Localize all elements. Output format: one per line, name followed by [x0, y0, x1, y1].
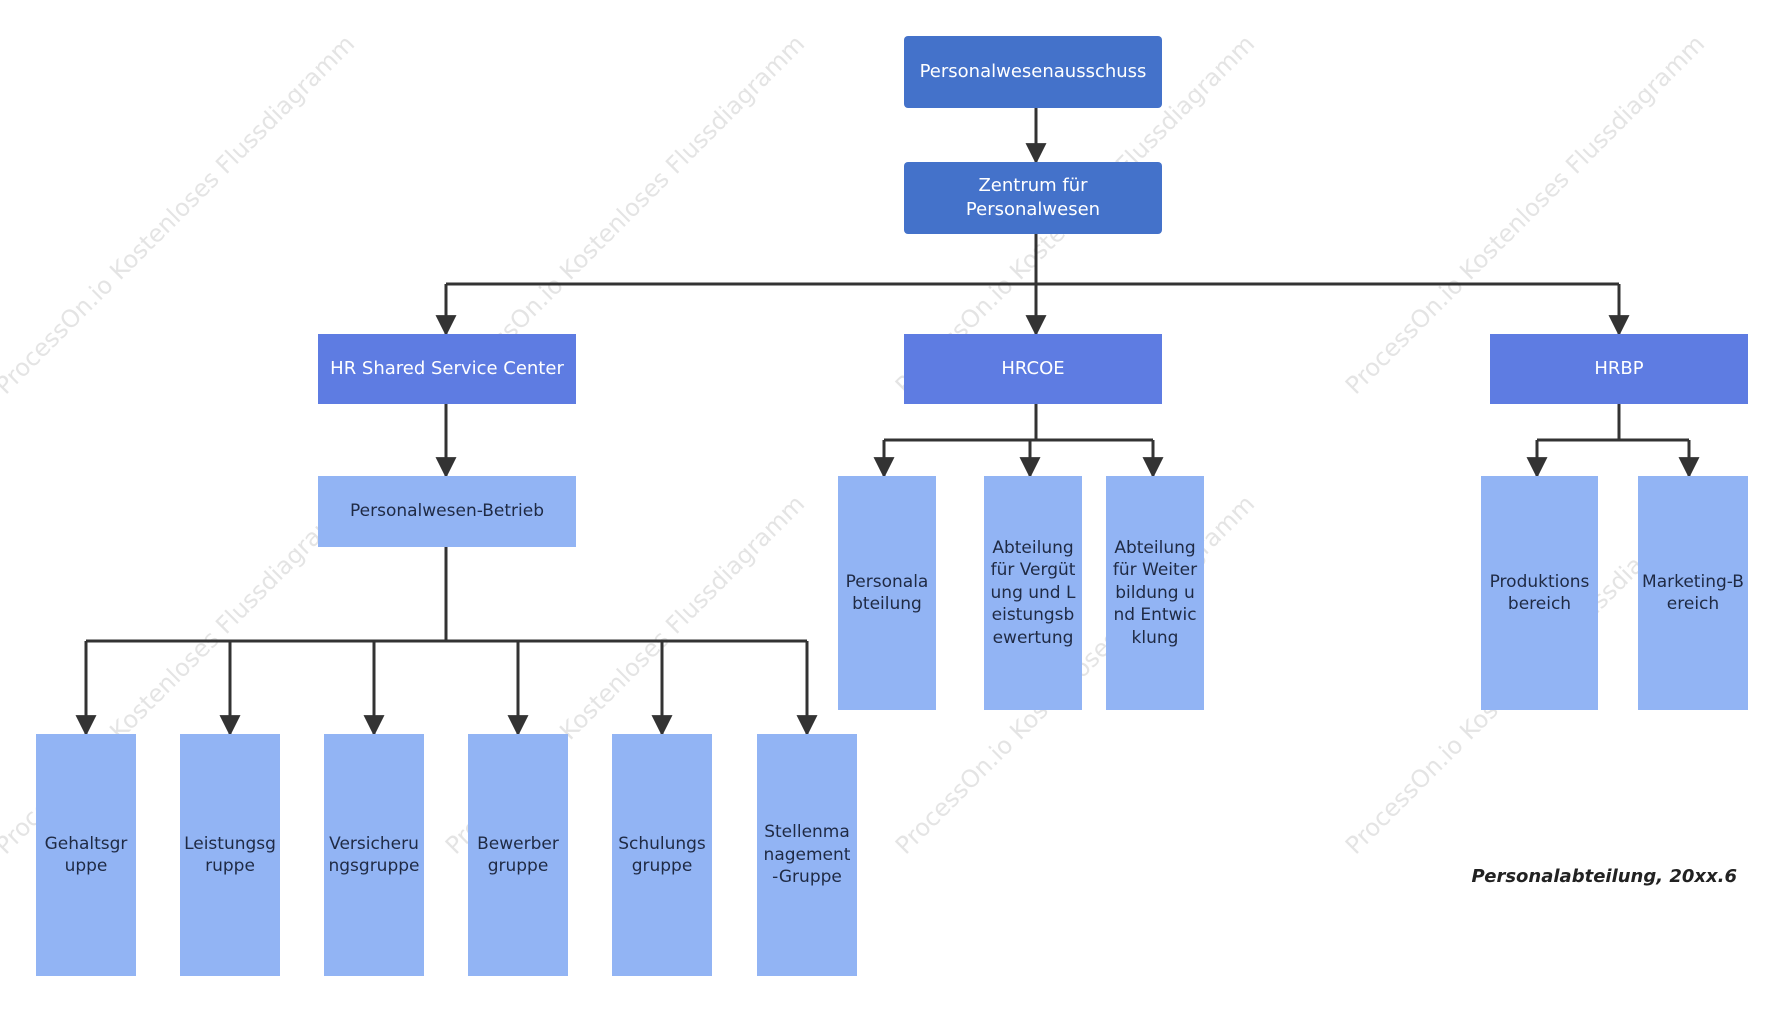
node-abteilung-weiterbildung: Abteilung für Weiterbildung und Entwickl…	[1106, 476, 1204, 710]
node-marketing-bereich: Marketing-Bereich	[1638, 476, 1748, 710]
node-label: Abteilung für Weiterbildung und Entwickl…	[1112, 537, 1198, 648]
node-label: Personalabteilung	[845, 571, 929, 614]
node-leistungsgruppe: Leistungsgruppe	[180, 734, 280, 976]
node-label: HR Shared Service Center	[330, 358, 564, 380]
node-label: Stellenmanagement-Gruppe	[763, 822, 851, 888]
node-label: Zentrum für Personalwesen	[965, 175, 1101, 220]
node-label: Versicherungsgruppe	[328, 833, 420, 876]
node-label: Leistungsgruppe	[184, 833, 276, 876]
node-produktionsbereich: Produktionsbereich	[1481, 476, 1598, 710]
node-stellenmanagement-gruppe: Stellenmanagement-Gruppe	[757, 734, 857, 976]
node-label: Schulungsgruppe	[618, 833, 706, 876]
node-bewerbergruppe: Bewerbergruppe	[468, 734, 568, 976]
node-gehaltsgruppe: Gehaltsgruppe	[36, 734, 136, 976]
node-label: Abteilung für Vergütung und Leistungsbew…	[990, 537, 1076, 648]
node-label: HRBP	[1594, 358, 1644, 380]
node-label: Gehaltsgruppe	[44, 833, 128, 876]
node-hr-shared-service-center: HR Shared Service Center	[318, 334, 576, 404]
node-personalabteilung: Personalabteilung	[838, 476, 936, 710]
node-hrbp: HRBP	[1490, 334, 1748, 404]
node-versicherungsgruppe: Versicherungsgruppe	[324, 734, 424, 976]
node-abteilung-verguetung: Abteilung für Vergütung und Leistungsbew…	[984, 476, 1082, 710]
node-label: Personalwesenausschuss	[919, 61, 1147, 83]
node-label: Marketing-Bereich	[1642, 571, 1744, 614]
node-label: Produktionsbereich	[1489, 571, 1590, 614]
node-zentrum-personalwesen: Zentrum für Personalwesen	[904, 162, 1162, 234]
node-personalwesen-betrieb: Personalwesen-Betrieb	[318, 476, 576, 547]
footnote: Personalabteilung, 20xx.6	[1471, 866, 1737, 887]
node-label: HRCOE	[1001, 358, 1065, 380]
node-personalwesenausschuss: Personalwesenausschuss	[904, 36, 1162, 108]
node-hrcoe: HRCOE	[904, 334, 1162, 404]
node-label: Personalwesen-Betrieb	[350, 501, 544, 522]
node-label: Bewerbergruppe	[477, 833, 559, 876]
node-schulungsgruppe: Schulungsgruppe	[612, 734, 712, 976]
